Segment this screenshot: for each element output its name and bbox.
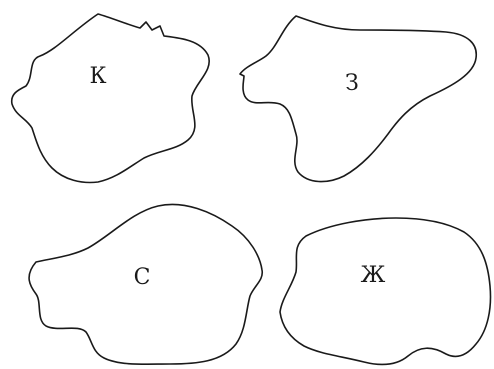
region-z-outline: [239, 15, 477, 183]
region-k-label: К: [89, 64, 106, 89]
region-z-label: З: [345, 71, 359, 96]
region-zh: Ж: [279, 217, 492, 366]
region-z: З: [239, 15, 477, 183]
region-k-outline: [10, 13, 210, 184]
region-s-label: С: [134, 265, 151, 290]
region-zh-outline: [279, 217, 492, 366]
region-k: К: [10, 13, 210, 184]
region-zh-label: Ж: [361, 263, 386, 288]
region-s-outline: [28, 203, 264, 366]
region-s: С: [28, 203, 264, 366]
